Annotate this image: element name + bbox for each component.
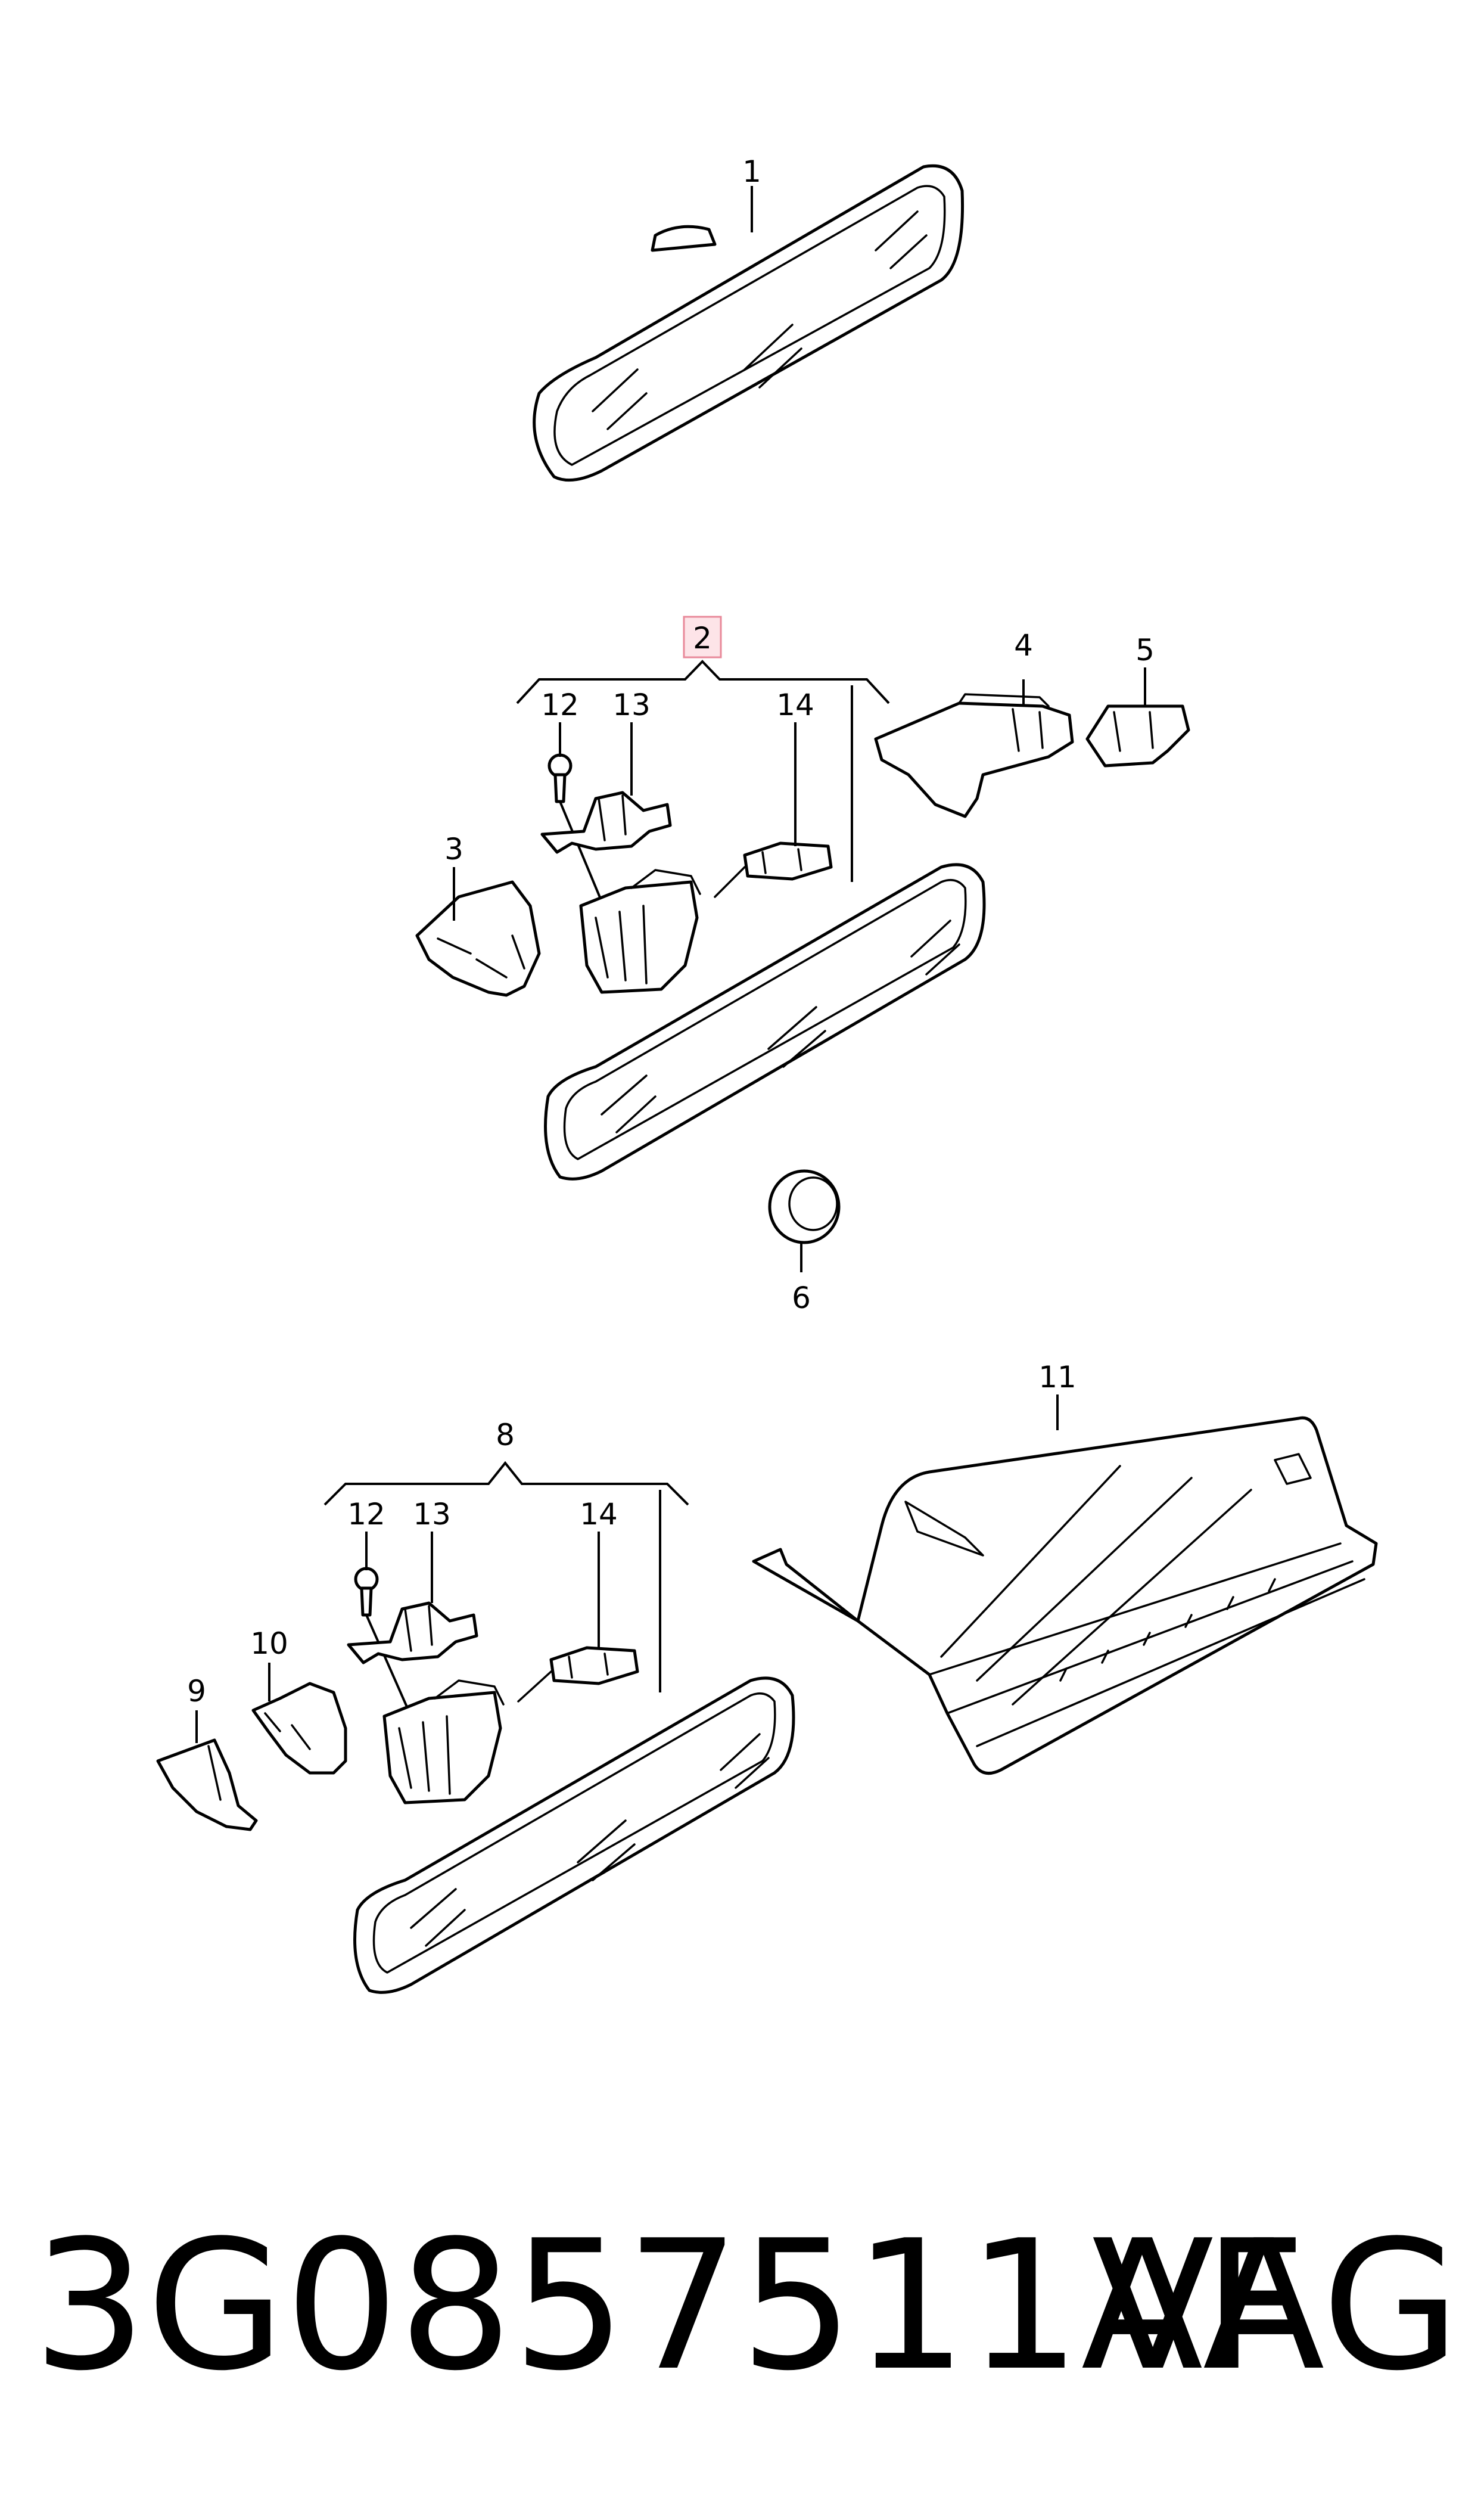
part-11-trim-panel: 11: [752, 1360, 1378, 1775]
part-14-connector-lower: 14: [517, 1497, 639, 1703]
callout-14-lower: 14: [580, 1497, 618, 1532]
mirror-upper: [544, 863, 986, 1181]
callout-12-upper: 12: [541, 688, 579, 722]
group-2: 2: [516, 616, 890, 882]
callout-14-upper: 14: [776, 688, 814, 722]
part-13-clip-upper: 13: [540, 688, 672, 854]
mirror-mount-upper: [579, 869, 701, 994]
callout-4: 4: [1014, 628, 1033, 663]
callout-8: 8: [496, 1418, 515, 1452]
callout-12-lower: 12: [347, 1497, 385, 1532]
part-6-grommet: 6: [768, 1169, 841, 1315]
group-8: 8: [323, 1418, 689, 1692]
part-9-small-cover: 9: [156, 1674, 258, 1831]
part-14-connector-upper: 14: [714, 688, 833, 898]
callout-9: 9: [187, 1674, 206, 1709]
part-12-screw-lower: 12: [347, 1497, 412, 1717]
mirror-mount-lower: [382, 1679, 505, 1804]
part-10-cover: 10: [250, 1626, 347, 1775]
callout-2-highlight: [683, 616, 722, 659]
mirror-lower: [353, 1676, 795, 1994]
callout-5: 5: [1135, 633, 1155, 667]
callout-13-lower: 13: [413, 1497, 451, 1532]
footer: 3G0857511AF VAG: [0, 2205, 1484, 2402]
callout-11: 11: [1038, 1360, 1077, 1394]
callout-6: 6: [792, 1281, 811, 1315]
part-5-small-cover: 5: [1085, 633, 1190, 768]
callout-1: 1: [742, 154, 761, 189]
part-12-screw-upper: 12: [541, 688, 606, 909]
part-13-clip-lower: 13: [347, 1497, 478, 1664]
callout-10: 10: [250, 1626, 288, 1661]
part-1-mirror: 1: [533, 154, 965, 482]
callout-2: 2: [693, 621, 712, 656]
part-3-cover: 3: [415, 832, 541, 997]
part-4-housing: 4: [874, 628, 1074, 818]
part-number: 3G0857511AF: [33, 2202, 1306, 2410]
brand-label: VAG: [1091, 2202, 1460, 2410]
callout-13-upper: 13: [612, 688, 651, 722]
callout-3: 3: [444, 832, 463, 866]
